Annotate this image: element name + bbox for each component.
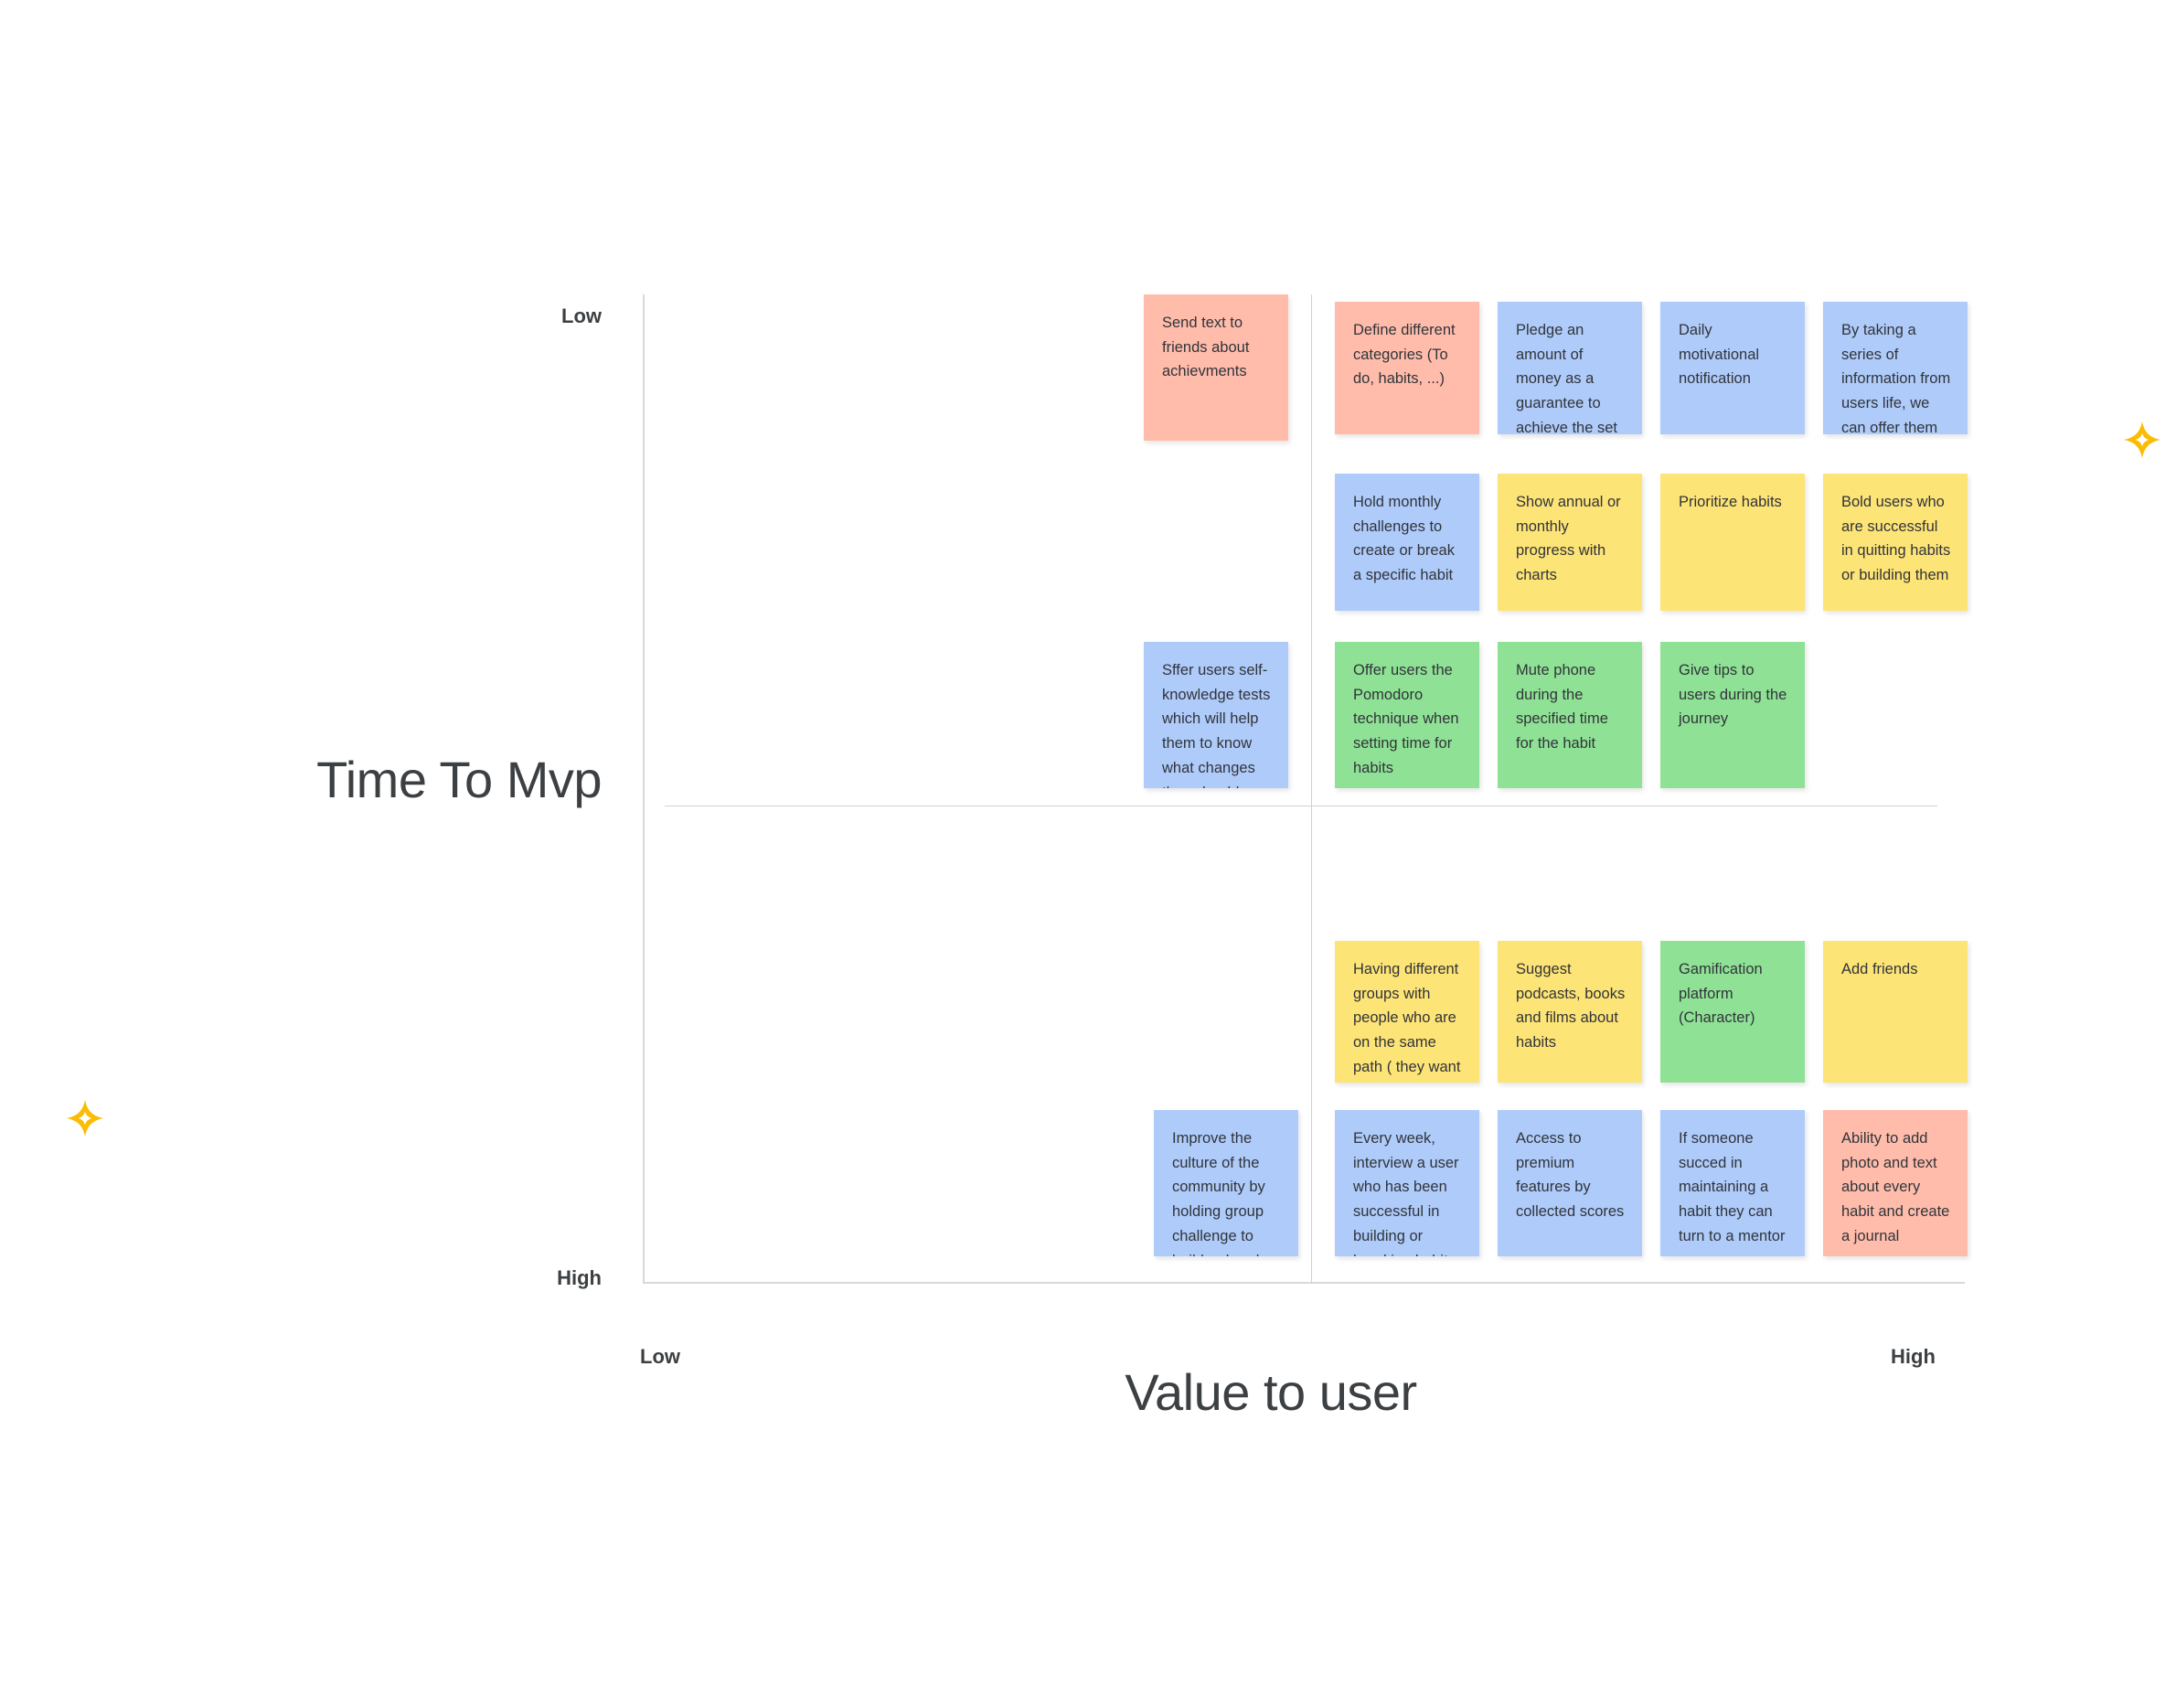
sticky-note[interactable]: Having different groups with people who …: [1335, 941, 1479, 1083]
sticky-note-text: If someone succed in maintaining a habit…: [1679, 1130, 1786, 1244]
sticky-note[interactable]: Mute phone during the specified time for…: [1498, 642, 1642, 788]
y-axis-label-low: Low: [561, 304, 602, 327]
sticky-note-text: Sffer users self-knowledge tests which w…: [1162, 662, 1271, 788]
sticky-note-text: Having different groups with people who …: [1353, 961, 1461, 1075]
sticky-note[interactable]: Give tips to users during the journey: [1660, 642, 1805, 788]
sticky-note[interactable]: Improve the culture of the community by …: [1154, 1110, 1298, 1256]
sticky-note[interactable]: Bold users who are successful in quittin…: [1823, 474, 1968, 611]
sticky-note-text: Prioritize habits: [1679, 494, 1782, 510]
sticky-note[interactable]: Daily motivational notification: [1660, 302, 1805, 434]
sticky-note-text: Mute phone during the specified time for…: [1516, 662, 1608, 753]
sticky-note[interactable]: Offer users the Pomodoro technique when …: [1335, 642, 1479, 788]
sticky-note[interactable]: Hold monthly challenges to create or bre…: [1335, 474, 1479, 611]
sticky-note-text: Send text to friends about achievments: [1162, 315, 1250, 380]
sticky-note-text: Add friends: [1841, 961, 1918, 977]
sticky-note-text: Ability to add photo and text about ever…: [1841, 1130, 1950, 1244]
sticky-note-text: Show annual or monthly progress with cha…: [1516, 494, 1621, 584]
sticky-note-text: Bold users who are successful in quittin…: [1841, 494, 1951, 584]
quadrant-divider-vertical: [1311, 294, 1312, 1284]
y-axis-line: [643, 294, 645, 1284]
sticky-note-text: By taking a series of information from u…: [1841, 322, 1951, 434]
sticky-note[interactable]: Add friends: [1823, 941, 1968, 1083]
sticky-note[interactable]: Define different categories (To do, habi…: [1335, 302, 1479, 434]
sticky-note-text: Every week, interview a user who has bee…: [1353, 1130, 1459, 1256]
sticky-note[interactable]: Suggest podcasts, books and films about …: [1498, 941, 1642, 1083]
x-axis-title: Value to user: [1125, 1363, 1417, 1421]
sticky-note[interactable]: Every week, interview a user who has bee…: [1335, 1110, 1479, 1256]
sticky-note[interactable]: Ability to add photo and text about ever…: [1823, 1110, 1968, 1256]
sticky-note[interactable]: Send text to friends about achievments: [1144, 294, 1288, 441]
x-axis-label-high: High: [1891, 1345, 1936, 1368]
sparkle-icon: [64, 1097, 106, 1139]
sticky-note[interactable]: Gamification platform (Character): [1660, 941, 1805, 1083]
sticky-note[interactable]: Show annual or monthly progress with cha…: [1498, 474, 1642, 611]
x-axis-line: [643, 1282, 1965, 1284]
sticky-note[interactable]: Sffer users self-knowledge tests which w…: [1144, 642, 1288, 788]
sticky-note-text: Suggest podcasts, books and films about …: [1516, 961, 1626, 1051]
sticky-note[interactable]: If someone succed in maintaining a habit…: [1660, 1110, 1805, 1256]
sticky-note[interactable]: By taking a series of information from u…: [1823, 302, 1968, 434]
sticky-note-text: Define different categories (To do, habi…: [1353, 322, 1456, 388]
y-axis-title: Time To Mvp: [316, 751, 602, 808]
y-axis-label-high: High: [557, 1266, 602, 1289]
sticky-note[interactable]: Access to premium features by collected …: [1498, 1110, 1642, 1256]
sticky-note-text: Pledge an amount of money as a guarantee…: [1516, 322, 1617, 434]
sparkle-icon: [2121, 419, 2163, 461]
sticky-note-text: Give tips to users during the journey: [1679, 662, 1787, 728]
sticky-note-text: Daily motivational notification: [1679, 322, 1760, 388]
sticky-note-text: Access to premium features by collected …: [1516, 1130, 1625, 1221]
sticky-note-text: Hold monthly challenges to create or bre…: [1353, 494, 1455, 584]
sticky-note[interactable]: Pledge an amount of money as a guarantee…: [1498, 302, 1642, 434]
sticky-note-text: Offer users the Pomodoro technique when …: [1353, 662, 1459, 776]
sticky-note-text: Improve the culture of the community by …: [1172, 1130, 1265, 1256]
sticky-note-text: Gamification platform (Character): [1679, 961, 1763, 1027]
sticky-note[interactable]: Prioritize habits: [1660, 474, 1805, 611]
x-axis-label-low: Low: [640, 1345, 680, 1368]
